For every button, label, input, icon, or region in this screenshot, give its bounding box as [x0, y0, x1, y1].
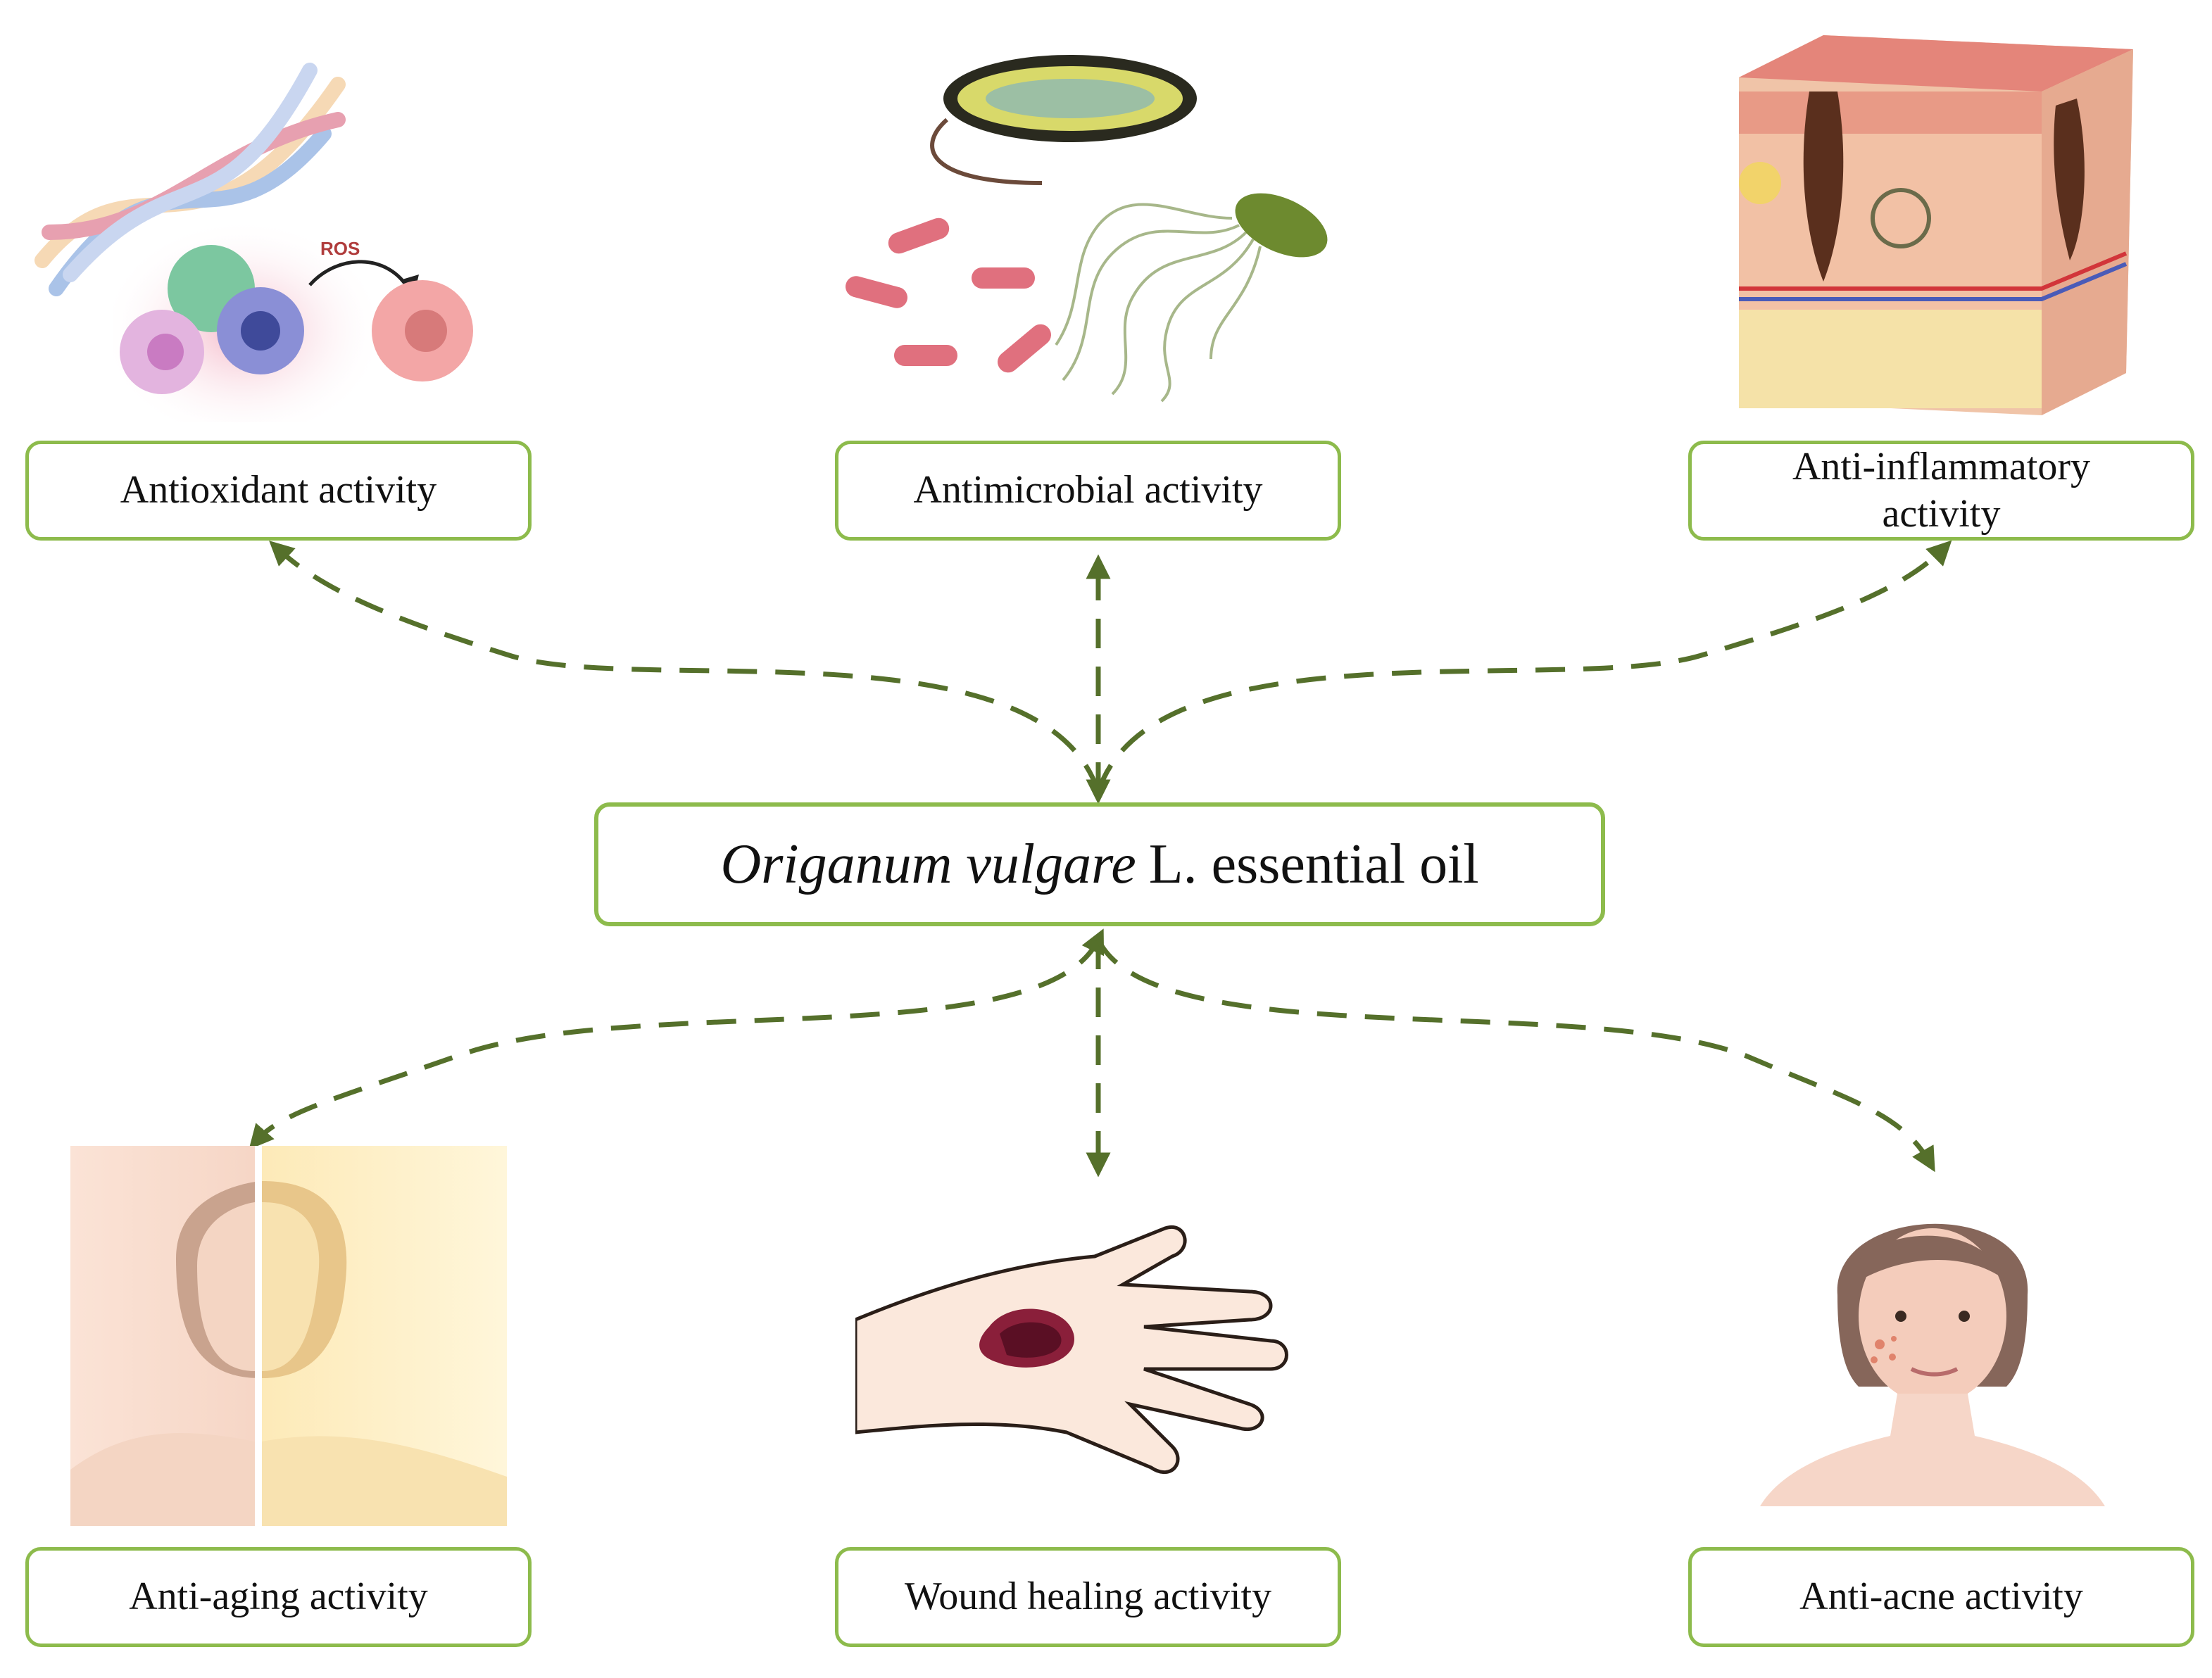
face-icon	[1859, 1228, 2006, 1404]
hair-follicle-icon	[1803, 92, 1844, 282]
anti-aging-illustration	[70, 1146, 507, 1526]
fat-layer	[1739, 310, 2042, 408]
sweat-gland-icon	[1871, 188, 1931, 248]
arrow-to-antioxidant	[269, 541, 1101, 793]
anti-aging-activity-box: Anti-aging activity	[25, 1547, 532, 1647]
anti-inflammatory-activity-label: Anti-inflammatory activity	[1792, 444, 2090, 536]
wound-healing-activity-label: Wound healing activity	[904, 1575, 1272, 1619]
bacterium-icon	[930, 55, 1197, 185]
acne-spots-icon	[1871, 1336, 1897, 1363]
rod-bacteria-icon	[846, 217, 1051, 373]
skin-layers-illustration	[1739, 35, 2133, 415]
anti-inflammatory-activity-box: Anti-inflammatory activity	[1688, 441, 2194, 541]
species-name: Origanum vulgare	[720, 833, 1136, 895]
artery-icon	[1739, 251, 2128, 291]
flagellated-bacterium-icon	[1055, 193, 1328, 403]
antioxidant-activity-box: Antioxidant activity	[25, 441, 532, 541]
vein-icon	[1739, 262, 2128, 301]
anti-acne-activity-label: Anti-acne activity	[1799, 1575, 2083, 1619]
essential-oil-label: L. essential oil	[1148, 833, 1479, 895]
ros-label: ROS	[320, 238, 360, 259]
arrow-to-anti-acne	[1095, 938, 1935, 1173]
anti-aging-activity-label: Anti-aging activity	[129, 1575, 428, 1619]
antimicrobial-activity-box: Antimicrobial activity	[835, 441, 1341, 541]
antimicrobial-illustration	[846, 55, 1328, 403]
antioxidant-activity-label: Antioxidant activity	[120, 468, 437, 512]
antioxidant-illustration: ROS	[34, 63, 473, 422]
wounded-hand-illustration	[855, 1225, 1288, 1474]
central-essential-oil-box: Origanum vulgare L. essential oil	[594, 802, 1605, 926]
anti-acne-activity-box: Anti-acne activity	[1688, 1547, 2194, 1647]
wound-healing-activity-box: Wound healing activity	[835, 1547, 1341, 1647]
split-divider	[255, 1146, 262, 1526]
skin-surface	[1739, 35, 2133, 92]
antimicrobial-activity-label: Antimicrobial activity	[913, 468, 1263, 512]
dna-strand-icon	[34, 63, 346, 296]
acne-face-illustration	[1760, 1223, 2105, 1506]
ros-arrow-icon	[308, 260, 410, 290]
arrow-to-anti-aging	[249, 928, 1105, 1150]
arrow-to-anti-inflammatory	[1095, 540, 1952, 793]
